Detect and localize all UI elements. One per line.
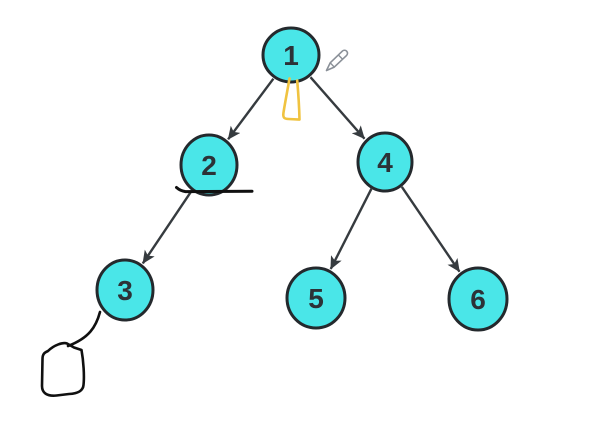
annotations-layer (40, 77, 301, 397)
tree-node-3: 3 (95, 258, 155, 322)
tree-node-label: 3 (117, 275, 133, 306)
tree-node-6: 6 (447, 266, 509, 332)
tree-node-label: 2 (201, 150, 217, 181)
tree-edge-1-2 (227, 77, 275, 141)
tree-node-2: 2 (179, 133, 239, 197)
tree-edge-1-4 (309, 76, 366, 140)
tree-node-circle (285, 266, 347, 330)
underline-mark (175, 186, 254, 194)
tree-node-label: 5 (308, 283, 324, 314)
tree-node-circle (356, 131, 414, 193)
pencil-icon (325, 49, 349, 72)
curve-to-scribble (66, 310, 102, 348)
tree-node-circle (95, 258, 155, 322)
yellow-highlight-mark (281, 77, 301, 121)
edges-layer (141, 76, 461, 273)
tree-node-circle (179, 133, 239, 197)
tree-node-1: 1 (261, 26, 321, 84)
tree-node-label: 1 (283, 40, 299, 71)
nodes-layer: 1 2 4 3 5 6 (95, 26, 509, 332)
tree-node-label: 6 (470, 284, 486, 315)
scribble-shape (40, 341, 86, 397)
tree-node-5: 5 (285, 266, 347, 330)
tree-edge-4-6 (400, 186, 461, 273)
tree-edge-4-5 (329, 188, 373, 270)
tree-node-4: 4 (356, 131, 414, 193)
tree-node-circle (447, 266, 509, 332)
tree-node-circle (261, 26, 321, 84)
tree-node-label: 4 (377, 147, 393, 178)
tree-edge-2-3 (141, 190, 193, 265)
